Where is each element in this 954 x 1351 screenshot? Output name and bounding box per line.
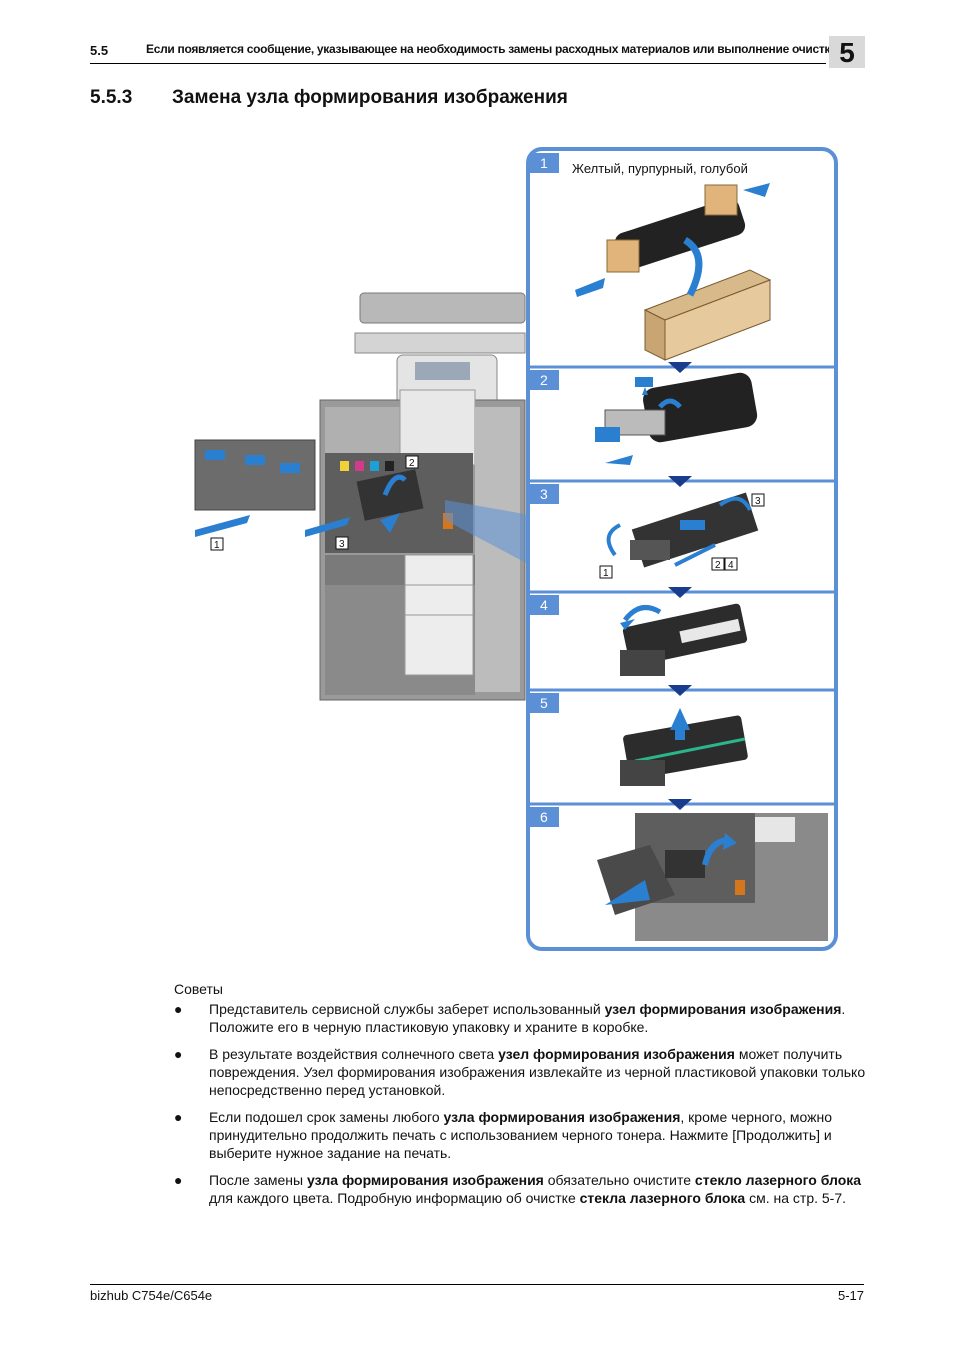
- svg-text:4: 4: [540, 597, 548, 613]
- tip-text: , кроме черного, можно принудительно про…: [209, 1109, 833, 1161]
- tips-list: ● Представитель сервисной службы заберет …: [174, 1000, 874, 1216]
- procedure-illustration: 2 1 3 1 2 3 4 5: [194, 147, 838, 951]
- tip-text: см. на стр. 5-7.: [745, 1190, 847, 1206]
- machine-callout-3: 3: [339, 539, 345, 550]
- step6-install-unit-illustration: [597, 813, 828, 941]
- step2-remove-caps-illustration: [595, 372, 758, 465]
- svg-text:3: 3: [540, 486, 548, 502]
- svg-text:6: 6: [540, 809, 548, 825]
- tip-text: В результате воздействия солнечного свет…: [209, 1046, 499, 1062]
- footer-rule: [90, 1284, 864, 1285]
- header-rule: [90, 63, 826, 64]
- down-arrow-icon: [668, 476, 692, 487]
- header-section-number: 5.5: [90, 43, 109, 58]
- callout-box: [405, 455, 419, 469]
- down-arrow-icon: [668, 685, 692, 696]
- step3-callout-2: 2: [715, 560, 721, 571]
- header-section-title: Если появляется сообщение, указывающее н…: [146, 42, 838, 56]
- bullet-icon: ●: [174, 1109, 183, 1125]
- svg-text:1: 1: [540, 155, 548, 171]
- callout-box: [711, 557, 725, 571]
- tip-emphasis: стекло лазерного блока: [694, 1172, 862, 1188]
- step-marker-5: 5: [530, 693, 559, 713]
- step3-callouts: 3 1 2 4: [599, 493, 765, 579]
- step3-callout-3: 3: [755, 496, 761, 507]
- step-marker-2: 2: [530, 370, 559, 390]
- callout-box: [751, 493, 765, 507]
- steps-panel: 1 2 3 4 5 6 Желтый, пурпурный, голубой: [526, 147, 838, 951]
- machine-callout-1: 1: [214, 540, 220, 551]
- tip-emphasis: узла формирования изображения: [443, 1109, 681, 1125]
- tip-text: может получить повреждения. Узел формиро…: [209, 1046, 866, 1098]
- step5-remove-sheet-illustration: [620, 708, 748, 786]
- section-heading-number: 5.5.3: [90, 87, 133, 108]
- tip-item: ● В результате воздействия солнечного све…: [174, 1045, 874, 1099]
- bullet-icon: ●: [174, 1046, 183, 1062]
- tip-text: Представитель сервисной службы заберет и…: [209, 1001, 605, 1017]
- svg-text:5: 5: [540, 695, 548, 711]
- tip-item: ● Если подошел срок замены любого узла фо…: [174, 1108, 874, 1162]
- tip-emphasis: узел формирования изображения: [498, 1046, 735, 1062]
- bullet-icon: ●: [174, 1172, 183, 1188]
- footer-model: bizhub C754e/C654e: [90, 1288, 213, 1303]
- tip-emphasis: узла формирования изображения: [307, 1172, 544, 1188]
- procedure-figure: 2 1 3 1 2 3 4 5: [175, 145, 845, 955]
- tip-text: обязательно очистите: [543, 1172, 695, 1188]
- down-arrow-icon: [668, 799, 692, 810]
- down-arrow-icon: [668, 587, 692, 598]
- step1-toner-unboxing-illustration: [575, 183, 772, 361]
- tip-text: для каждого цвета. Подробную информацию …: [209, 1190, 580, 1206]
- step-marker-6: 6: [530, 807, 559, 827]
- step-marker-4: 4: [530, 595, 559, 615]
- tip-text: . Положите его в черную пластиковую упак…: [209, 1001, 846, 1035]
- step3-shake-unit-illustration: [606, 492, 759, 568]
- tip-text: Если подошел срок замены любого: [209, 1109, 444, 1125]
- step-marker-1: 1: [530, 153, 559, 173]
- footer-page-number: 5-17: [837, 1288, 864, 1303]
- tip-text: После замены: [209, 1172, 307, 1188]
- tip-emphasis: узел формирования изображения: [604, 1001, 842, 1017]
- section-heading-text: Замена узла формирования изображения: [172, 87, 568, 108]
- section-heading: 5.5.3 Замена узла формирования изображени…: [90, 87, 568, 109]
- machine-callout-2: 2: [409, 458, 415, 469]
- chapter-badge: 5: [829, 36, 865, 68]
- step-marker-3: 3: [530, 484, 559, 504]
- copier-machine-illustration: [194, 292, 530, 701]
- step3-callout-1: 1: [603, 568, 609, 579]
- callout-box: [335, 536, 349, 550]
- callout-box: [724, 557, 738, 571]
- down-arrow-icon: [668, 362, 692, 373]
- step4-remove-protective-cover-illustration: [620, 603, 748, 676]
- callout-box: [210, 537, 224, 551]
- step1-caption: Желтый, пурпурный, голубой: [572, 161, 748, 176]
- tip-item: ● Представитель сервисной службы заберет …: [174, 1000, 874, 1036]
- machine-callouts: 2 1 3: [210, 455, 419, 551]
- svg-text:2: 2: [540, 372, 548, 388]
- callout-box: [599, 565, 613, 579]
- tips-label: Советы: [174, 981, 223, 997]
- bullet-icon: ●: [174, 1001, 183, 1017]
- step3-callout-4: 4: [728, 560, 734, 571]
- tip-item: ● После замены узла формирования изображе…: [174, 1171, 874, 1207]
- tip-emphasis: стекла лазерного блока: [579, 1190, 746, 1206]
